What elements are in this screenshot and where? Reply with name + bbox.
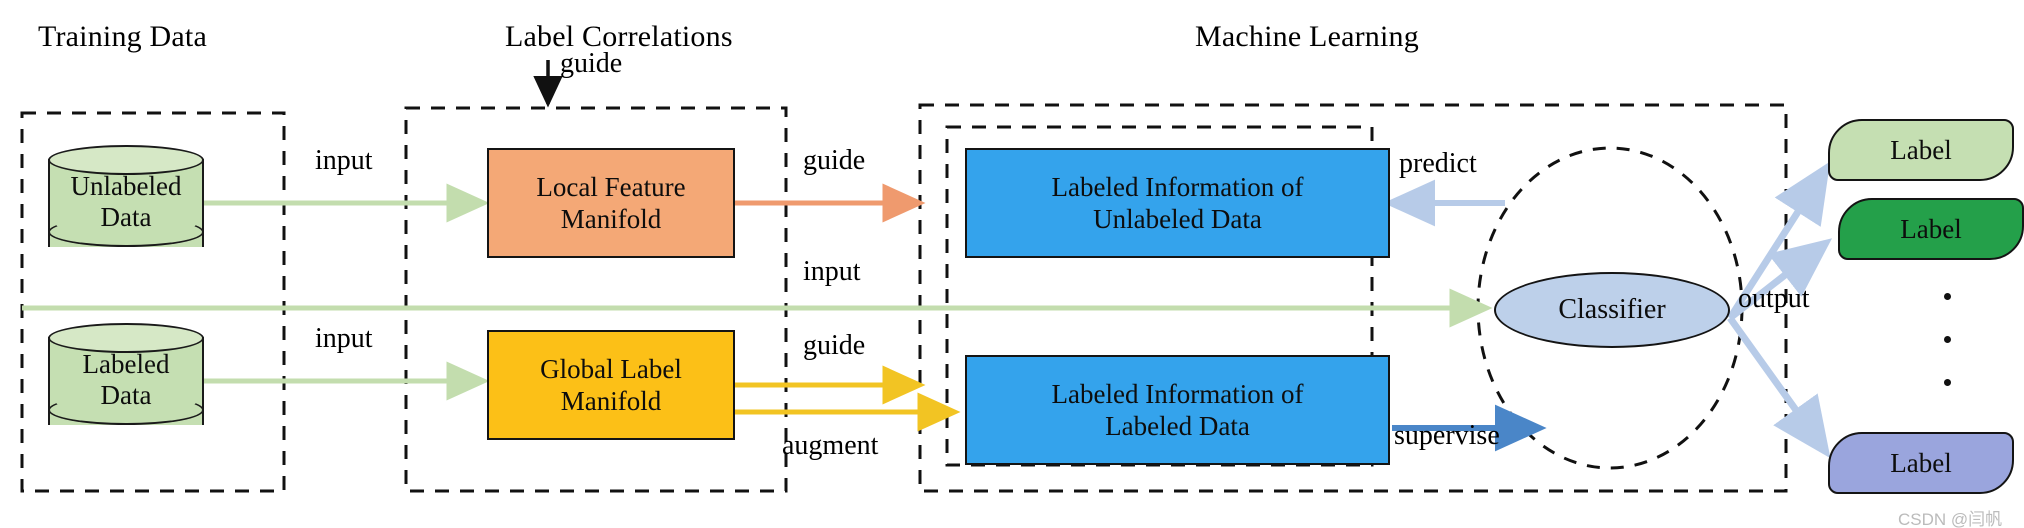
process-line-1: Labeled Information of [1051, 379, 1304, 409]
cylinder-bottom [48, 217, 204, 247]
edge-label-input-unlabeled: input [315, 145, 373, 176]
ellipsis-dot-3 [1944, 379, 1951, 386]
section-title-machine-learning: Machine Learning [1195, 20, 1419, 53]
process-box-text: Labeled Information of Labeled Data [1052, 378, 1304, 442]
output-label-3-text: Label [1890, 447, 1952, 478]
datastore-unlabeled-data: Unlabeled Data [48, 145, 208, 263]
output-label-1: Label [1828, 119, 2014, 181]
edge-label-predict: predict [1399, 148, 1477, 179]
process-box-text: Local Feature Manifold [536, 171, 685, 235]
output-label-1-text: Label [1890, 134, 1952, 165]
output-label-3: Label [1828, 432, 2014, 494]
datastore-line-1: Unlabeled [70, 171, 182, 201]
process-line-2: Labeled Data [1105, 411, 1250, 441]
process-box-global-label-manifold: Global Label Manifold [487, 330, 735, 440]
datastore-labeled-data: Labeled Data [48, 323, 208, 441]
classifier-node: Classifier [1494, 272, 1730, 348]
classifier-label: Classifier [1558, 294, 1666, 325]
section-title-training-data: Training Data [38, 20, 207, 53]
edge-label-supervise: supervise [1394, 420, 1500, 451]
ellipsis-dot-1 [1944, 293, 1951, 300]
process-line-1: Local Feature [536, 172, 686, 202]
datastore-unlabeled-data-label: Unlabeled Data [48, 171, 204, 233]
output-label-2-text: Label [1900, 213, 1962, 244]
cylinder-top [48, 323, 204, 353]
csdn-watermark: CSDN @闫帆 [1898, 510, 2003, 528]
edge-label-guide-local: guide [803, 145, 866, 176]
edge-label-output: output [1738, 283, 1810, 314]
cylinder-bottom [48, 395, 204, 425]
process-box-text: Labeled Information of Unlabeled Data [1052, 171, 1304, 235]
process-line-2: Unlabeled Data [1093, 204, 1262, 234]
edge-label-guide-top: guide [560, 48, 623, 79]
process-box-text: Global Label Manifold [540, 353, 682, 417]
process-line-2: Manifold [560, 386, 662, 416]
process-line-1: Labeled Information of [1051, 172, 1304, 202]
edge-label-augment: augment [782, 430, 879, 461]
process-line-2: Manifold [560, 204, 662, 234]
process-box-local-feature-manifold: Local Feature Manifold [487, 148, 735, 258]
process-line-1: Global Label [540, 354, 682, 384]
ellipsis-dot-2 [1944, 336, 1951, 343]
datastore-line-2: Data [100, 202, 152, 232]
arrow-output-label-3 [1727, 315, 1831, 459]
datastore-line-2: Data [100, 380, 152, 410]
datastore-line-1: Labeled [82, 349, 170, 379]
output-label-2: Label [1838, 198, 2024, 260]
cylinder-top [48, 145, 204, 175]
process-box-labeled-info-unlabeled-data: Labeled Information of Unlabeled Data [965, 148, 1390, 258]
edge-label-input-labeled: input [315, 323, 373, 354]
edge-label-input-direct: input [803, 256, 861, 287]
datastore-labeled-data-label: Labeled Data [48, 349, 204, 411]
edge-label-guide-global: guide [803, 330, 866, 361]
process-box-labeled-info-labeled-data: Labeled Information of Labeled Data [965, 355, 1390, 465]
section-title-label-correlations: Label Correlations [505, 20, 733, 53]
